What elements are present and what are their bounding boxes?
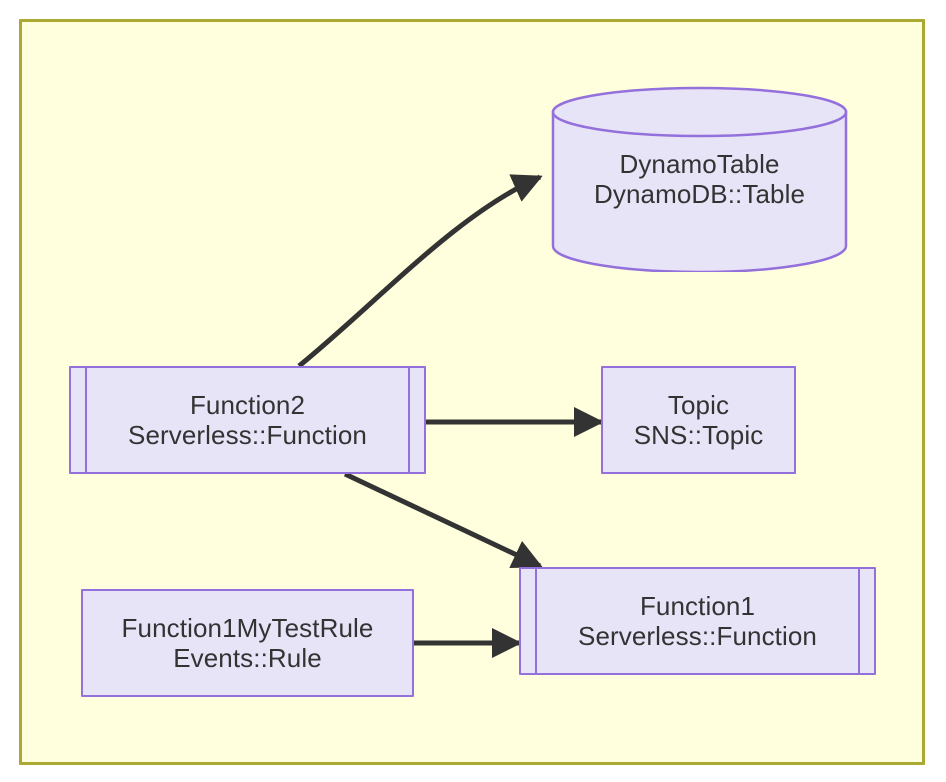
node-function2[interactable]: Function2 Serverless::Function — [69, 366, 426, 474]
node-function1mytestrule[interactable]: Function1MyTestRule Events::Rule — [81, 589, 414, 697]
node-function1mytestrule-label: Function1MyTestRule Events::Rule — [121, 612, 374, 673]
node-dynamotable[interactable]: DynamoTable DynamoDB::Table — [551, 86, 848, 272]
cylinder-shape-icon — [551, 86, 848, 272]
node-topic[interactable]: Topic SNS::Topic — [601, 366, 796, 474]
node-function1-label: Function1 Serverless::Function — [578, 590, 817, 651]
node-dynamotable-label: DynamoTable DynamoDB::Table — [593, 148, 806, 209]
node-topic-label: Topic SNS::Topic — [633, 389, 764, 450]
node-function1[interactable]: Function1 Serverless::Function — [519, 567, 876, 675]
node-function2-label: Function2 Serverless::Function — [128, 389, 367, 450]
